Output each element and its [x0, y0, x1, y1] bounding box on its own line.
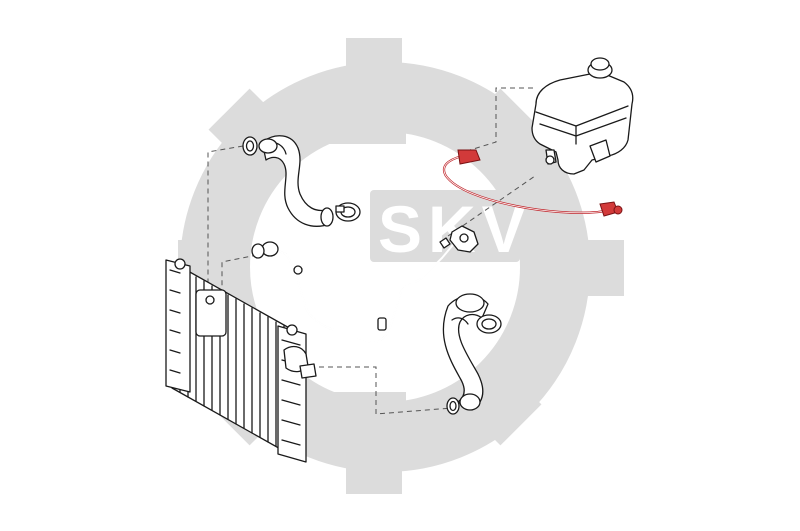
watermark-text: SKV — [378, 192, 532, 266]
expansion-tank — [531, 57, 634, 175]
radiator — [165, 258, 317, 463]
connector-flange — [439, 225, 479, 253]
hose-clamp — [335, 202, 361, 222]
vent-hose-highlighted — [442, 149, 623, 217]
o-ring — [446, 397, 460, 415]
hose-clamp — [476, 314, 502, 334]
return-pipe — [251, 237, 459, 344]
watermark-logo: SKV — [178, 38, 624, 494]
upper-hose — [258, 135, 334, 227]
lower-hose — [442, 293, 489, 411]
o-ring — [242, 136, 258, 156]
gear-logo-icon — [178, 38, 624, 494]
